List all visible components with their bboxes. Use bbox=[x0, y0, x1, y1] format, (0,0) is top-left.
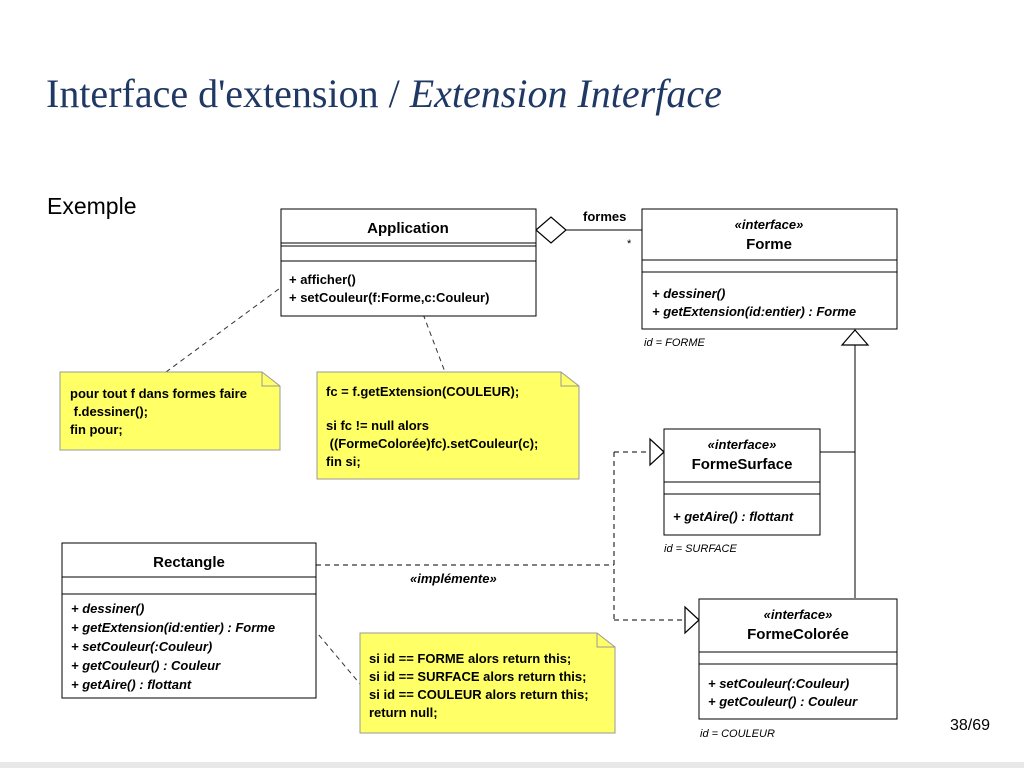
method-setcouleur: + setCouleur(f:Forme,c:Couleur) bbox=[289, 290, 489, 305]
association-role: formes bbox=[583, 209, 626, 224]
rect-method-getextension: + getExtension(id:entier) : Forme bbox=[71, 620, 275, 635]
class-application: Application + afficher() + setCouleur(f:… bbox=[280, 208, 537, 317]
stereotype-forme: «interface» bbox=[735, 217, 804, 232]
note-setcouleur: fc = f.getExtension(COULEUR); si fc != n… bbox=[316, 371, 580, 480]
title-italic: Extension Interface bbox=[409, 71, 722, 116]
class-name-formecoloree: FormeColorée bbox=[747, 626, 849, 643]
note-setcouleur-line-4: ((FormeColorée)fc).setCouleur(c); bbox=[326, 436, 538, 451]
method-getextension: + getExtension(id:entier) : Forme bbox=[652, 304, 856, 319]
association-multiplicity: * bbox=[627, 238, 632, 250]
generalization-arrow bbox=[840, 329, 870, 346]
class-name-application: Application bbox=[367, 220, 449, 237]
stereotype-formecoloree: «interface» bbox=[764, 607, 833, 622]
note-getextension-line-1: si id == FORME alors return this; bbox=[369, 651, 571, 666]
id-couleur: id = COULEUR bbox=[700, 728, 775, 740]
rect-method-dessiner: + dessiner() bbox=[71, 601, 144, 616]
note-setcouleur-line-1: fc = f.getExtension(COULEUR); bbox=[326, 384, 519, 399]
note-getextension: si id == FORME alors return this; si id … bbox=[359, 632, 616, 734]
class-name-formesurface: FormeSurface bbox=[692, 456, 793, 473]
rect-method-getcouleur: + getCouleur() : Couleur bbox=[71, 658, 221, 673]
note-anchor-getextension bbox=[312, 627, 361, 685]
realization-label: «implémente» bbox=[410, 571, 497, 586]
interface-forme: «interface» Forme + dessiner() + getExte… bbox=[641, 208, 898, 349]
realization-arrow-surface bbox=[649, 437, 665, 467]
interface-formesurface: «interface» FormeSurface + getAire() : f… bbox=[663, 428, 821, 555]
slide-title: Interface d'extension / Extension Interf… bbox=[46, 70, 722, 117]
title-main: Interface d'extension / bbox=[46, 71, 410, 116]
page-number: 38/69 bbox=[950, 717, 991, 734]
class-rectangle: Rectangle + dessiner() + getExtension(id… bbox=[61, 542, 317, 699]
method-getaire: + getAire() : flottant bbox=[673, 509, 794, 524]
note-setcouleur-line-5: fin si; bbox=[326, 454, 361, 469]
realization-arrow-coloree bbox=[684, 605, 700, 635]
note-afficher-line-2: f.dessiner(); bbox=[70, 404, 148, 419]
method-dessiner: + dessiner() bbox=[652, 286, 725, 301]
note-getextension-line-3: si id == COULEUR alors return this; bbox=[369, 687, 589, 702]
rect-method-getaire: + getAire() : flottant bbox=[71, 677, 192, 692]
note-afficher-line-1: pour tout f dans formes faire bbox=[70, 386, 247, 401]
method-getcouleur-coloree: + getCouleur() : Couleur bbox=[708, 694, 858, 709]
stereotype-formesurface: «interface» bbox=[708, 437, 777, 452]
slide-subtitle: Exemple bbox=[47, 193, 137, 219]
id-forme: id = FORME bbox=[644, 337, 705, 349]
note-anchor-setcouleur bbox=[419, 305, 446, 373]
note-getextension-line-2: si id == SURFACE alors return this; bbox=[369, 669, 586, 684]
footer-bar bbox=[0, 762, 1024, 768]
note-anchor-afficher bbox=[165, 282, 288, 373]
class-name-rectangle: Rectangle bbox=[153, 554, 225, 571]
id-surface: id = SURFACE bbox=[664, 543, 738, 555]
interface-formecoloree: «interface» FormeColorée + setCouleur(:C… bbox=[698, 598, 898, 740]
note-afficher-line-3: fin pour; bbox=[70, 422, 123, 437]
note-getextension-line-4: return null; bbox=[369, 705, 438, 720]
method-afficher: + afficher() bbox=[289, 272, 356, 287]
method-setcouleur-coloree: + setCouleur(:Couleur) bbox=[708, 676, 849, 691]
note-setcouleur-line-3: si fc != null alors bbox=[326, 418, 429, 433]
class-name-forme: Forme bbox=[746, 236, 792, 253]
note-afficher: pour tout f dans formes faire f.dessiner… bbox=[59, 371, 281, 451]
rect-method-setcouleur: + setCouleur(:Couleur) bbox=[71, 639, 212, 654]
aggregation-diamond bbox=[535, 216, 567, 244]
